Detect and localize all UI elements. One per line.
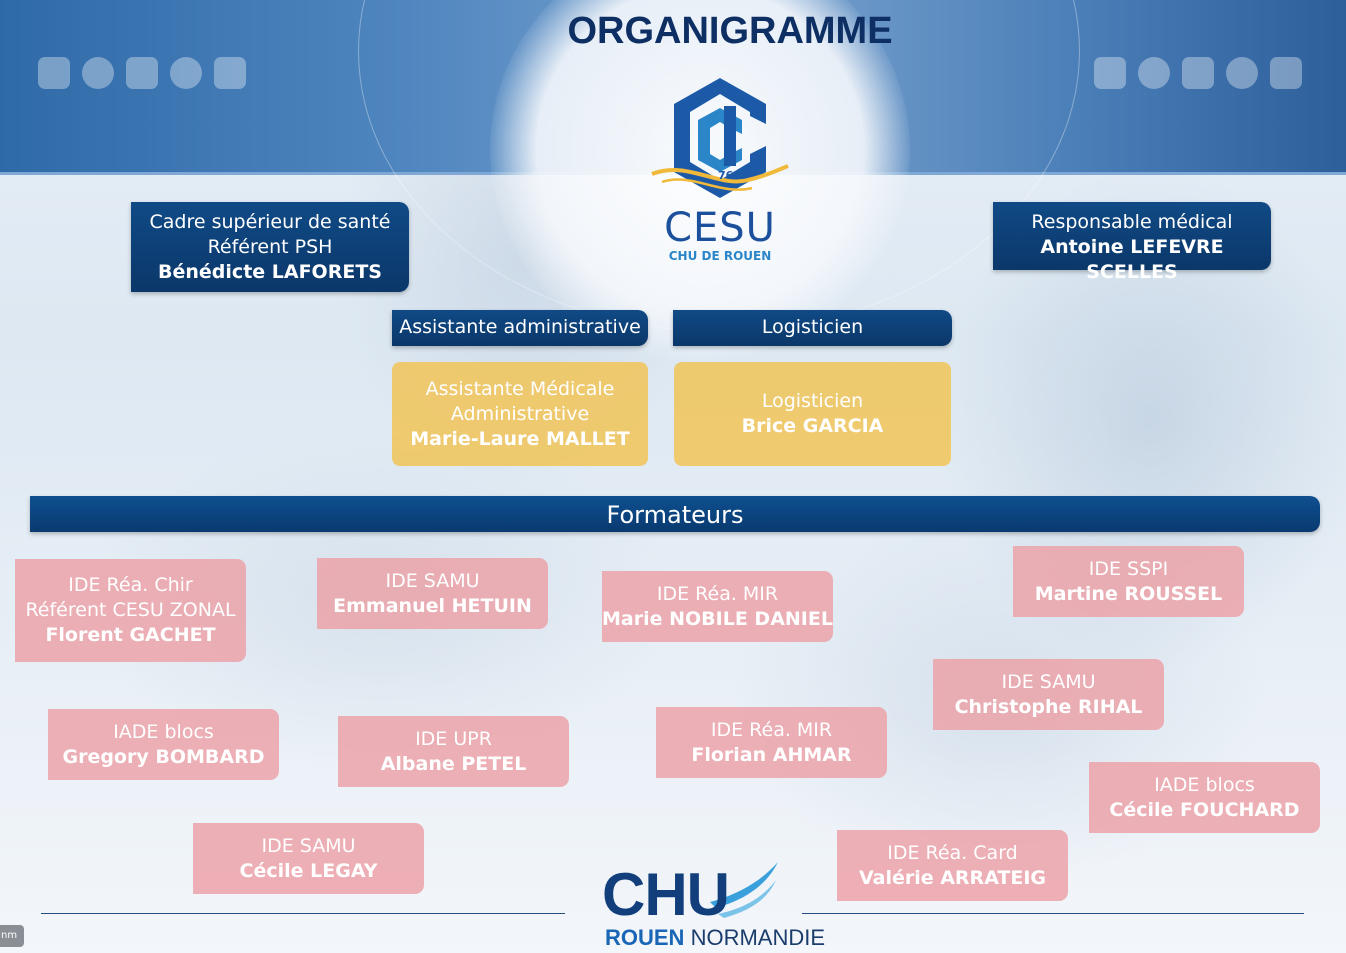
trainer-role: IADE blocs — [113, 720, 214, 743]
trainer-role: IDE Réa. Chir — [68, 574, 193, 596]
trainer-name: Cécile FOUCHARD — [1109, 798, 1300, 821]
trainer-role: IDE Réa. Card — [887, 841, 1018, 864]
trainer-node: IDE Réa. Chir Référent CESU ZONAL Floren… — [15, 559, 246, 662]
trainer-name: Valérie ARRATEIG — [858, 866, 1047, 889]
node-name: Antoine LEFEVRE SCELLES — [1040, 236, 1224, 283]
trainer-role: IDE Réa. MIR — [710, 718, 833, 741]
trainer-name: Florian AHMAR — [691, 743, 852, 766]
cesu-logo-text: CESU — [664, 205, 776, 251]
formateurs-header: Formateurs — [30, 496, 1320, 532]
trainer-role: IDE Réa. MIR — [656, 582, 779, 605]
trainer-node: IDE Réa. MIR Florian AHMAR — [656, 707, 887, 778]
trainer-role: IDE UPR — [415, 727, 492, 750]
node-logisticien: Logisticien Brice GARCIA — [674, 362, 951, 466]
node-line: Responsable médical — [1031, 211, 1233, 233]
node-cadre-superieur: Cadre supérieur de santé Référent PSH Bé… — [131, 202, 409, 292]
trainer-name: Albane PETEL — [380, 752, 527, 775]
node-line: Logisticien — [761, 390, 864, 412]
chu-logo-text: CHU — [602, 861, 730, 928]
trainer-name: Gregory BOMBARD — [62, 745, 265, 768]
chu-swoosh-icon — [710, 862, 778, 918]
trainer-node: IDE Réa. Card Valérie ARRATEIG — [837, 830, 1068, 901]
trainer-node: IDE Réa. MIR Marie NOBILE DANIEL — [602, 571, 833, 642]
decorative-dots-right — [1094, 57, 1302, 89]
node-responsable-medical: Responsable médical Antoine LEFEVRE SCEL… — [993, 202, 1271, 283]
trainer-node: IDE SSPI Martine ROUSSEL — [1013, 546, 1244, 617]
header-label: Assistante administrative — [399, 316, 641, 338]
trainer-node: IDE SAMU Emmanuel HETUIN — [317, 558, 548, 629]
cesu-logo-icon: 76 — [651, 78, 789, 198]
trainer-role: IDE SAMU — [1001, 670, 1096, 693]
node-assistante-medicale: Assistante Médicale Administrative Marie… — [392, 362, 648, 466]
chu-sub-normandie: NORMANDIE — [690, 925, 826, 950]
decorative-dots-left — [38, 57, 246, 89]
node-line: Cadre supérieur de santé — [149, 211, 391, 233]
chu-logo-subtitle: ROUEN NORMANDIE — [605, 925, 825, 951]
trainer-name: Cécile LEGAY — [239, 859, 378, 882]
trainer-role: IDE SSPI — [1088, 557, 1169, 580]
trainer-role: IDE SAMU — [261, 834, 356, 857]
trainer-name: Florent GACHET — [45, 624, 216, 646]
trainer-name: Martine ROUSSEL — [1034, 582, 1223, 605]
trainer-role: IDE SAMU — [385, 569, 480, 592]
trainer-node: IDE UPR Albane PETEL — [338, 716, 569, 787]
corner-tag[interactable]: nm — [0, 925, 24, 947]
node-line: Référent PSH — [207, 236, 333, 258]
node-line: Assistante Médicale — [425, 377, 615, 400]
page-title: ORGANIGRAMME — [567, 10, 893, 52]
trainer-node: IADE blocs Gregory BOMBARD — [48, 709, 279, 780]
trainer-node: IADE blocs Cécile FOUCHARD — [1089, 762, 1320, 833]
chu-sub-rouen: ROUEN — [605, 925, 685, 950]
trainer-role: Référent CESU ZONAL — [25, 599, 236, 621]
header-logisticien: Logisticien — [673, 310, 952, 346]
trainer-node: IDE SAMU Christophe RIHAL — [933, 659, 1164, 730]
header-label: Logisticien — [761, 316, 864, 338]
cesu-logo-subtitle: CHU DE ROUEN — [668, 249, 772, 263]
trainer-role: IADE blocs — [1154, 773, 1255, 796]
logo-badge: 76 — [718, 169, 734, 182]
node-name: Brice GARCIA — [741, 415, 884, 437]
footer-rule-left — [41, 913, 565, 914]
header-assistante-administrative: Assistante administrative — [392, 310, 648, 346]
trainer-name: Marie NOBILE DANIEL — [602, 607, 833, 630]
node-name: Marie-Laure MALLET — [410, 427, 630, 450]
trainer-node: IDE SAMU Cécile LEGAY — [193, 823, 424, 894]
node-name: Bénédicte LAFORETS — [158, 261, 382, 283]
trainer-name: Emmanuel HETUIN — [333, 594, 532, 617]
trainer-name: Christophe RIHAL — [954, 695, 1143, 718]
footer-rule-right — [802, 913, 1304, 914]
node-line: Administrative — [450, 402, 590, 425]
